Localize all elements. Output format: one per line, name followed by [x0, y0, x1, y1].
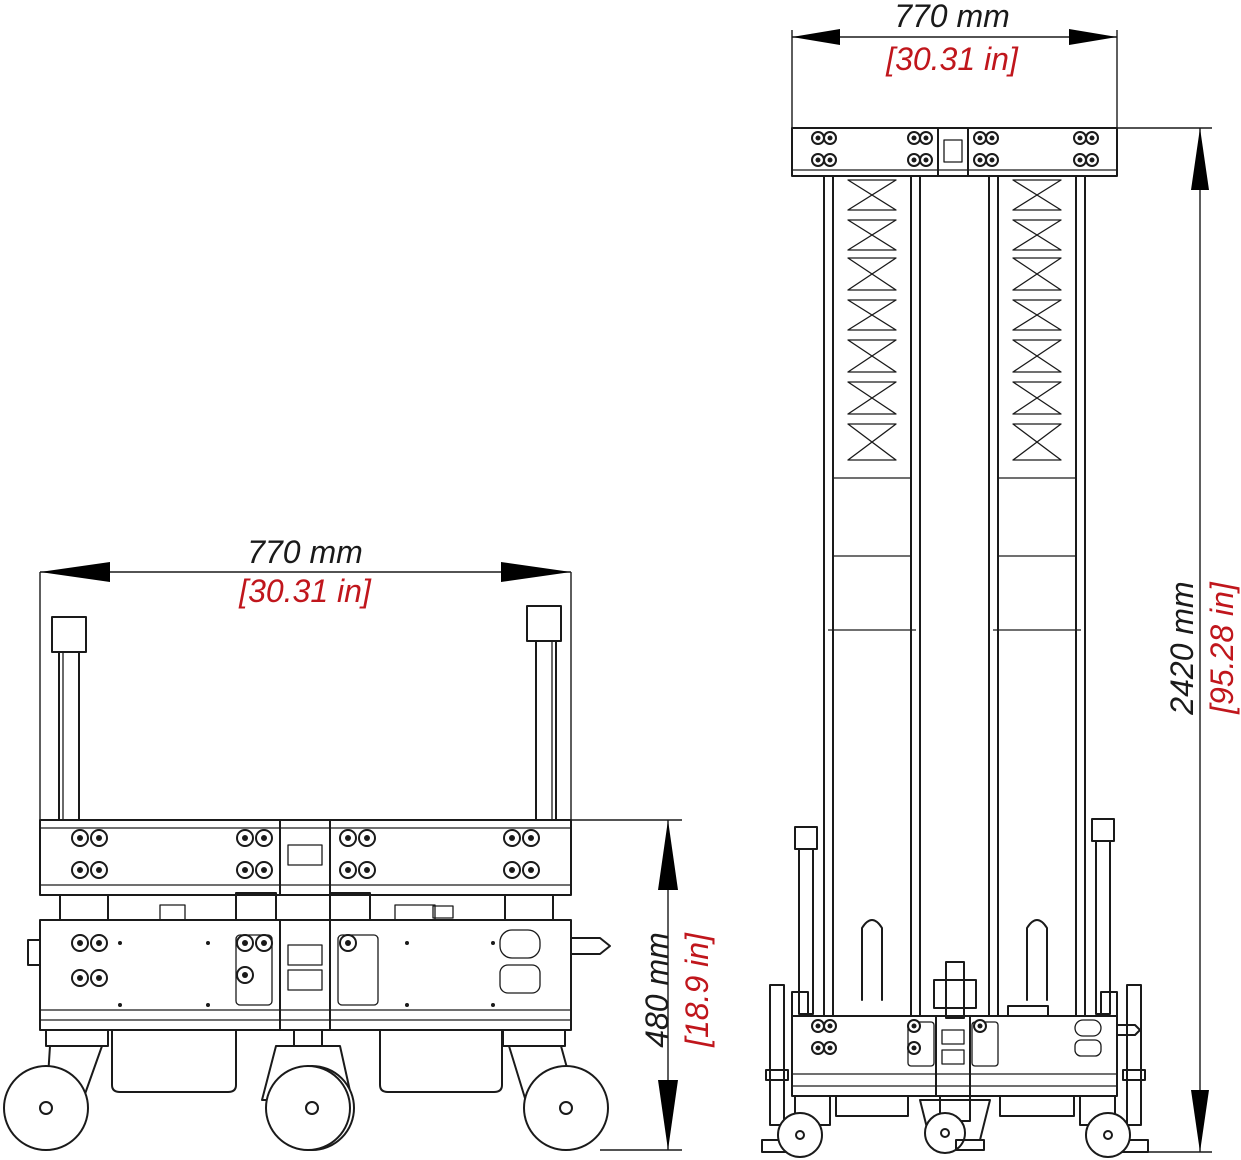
tower-right-caster: [1079, 1095, 1131, 1158]
bolts-base: [71, 934, 495, 1007]
front-width-imperial: [30.31 in]: [238, 573, 372, 609]
front-height-metric: 480 mm: [639, 932, 675, 1048]
center-caster: [261, 1029, 355, 1151]
base-chassis: [27, 919, 611, 1031]
tower-center-mechanism: [919, 961, 991, 1154]
side-width-imperial: [30.31 in]: [885, 41, 1019, 77]
left-mast: [823, 175, 921, 1017]
front-height-dimension: 480 mm [18.9 in]: [571, 819, 715, 1151]
left-caster: [3, 1029, 109, 1151]
tower-left-leg: [761, 984, 809, 1153]
tower-right-handle: [1091, 818, 1115, 1015]
side-width-metric: 770 mm: [894, 0, 1010, 34]
side-height-imperial: [95.28 in]: [1204, 581, 1240, 715]
side-height-dimension: 2420 mm [95.28 in]: [1117, 127, 1240, 1153]
right-mast-lattice: [1012, 179, 1062, 461]
upper-plate: [39, 819, 572, 896]
right-handle: [526, 605, 562, 821]
side-width-dimension: 770 mm [30.31 in]: [791, 0, 1118, 128]
bottom-hoops: [111, 1029, 503, 1093]
mid-connectors: [59, 892, 554, 921]
tower-left-caster: [777, 1095, 831, 1158]
left-handle: [51, 616, 87, 821]
front-view-cart: [3, 605, 611, 1151]
tower-head: [791, 127, 1118, 177]
front-height-imperial: [18.9 in]: [679, 932, 715, 1048]
tower-base: [791, 1005, 1141, 1097]
side-height-metric: 2420 mm: [1164, 581, 1200, 715]
bolts-upper: [71, 829, 540, 879]
front-width-dimension: 770 mm [30.31 in]: [39, 534, 572, 820]
front-width-metric: 770 mm: [247, 534, 363, 570]
left-mast-lattice: [847, 179, 897, 461]
right-caster: [502, 1029, 609, 1151]
side-view-tower: [761, 127, 1149, 1158]
tower-bottom-hoops: [835, 1095, 1075, 1117]
right-mast: [988, 175, 1086, 1017]
tower-left-handle: [794, 826, 818, 1015]
